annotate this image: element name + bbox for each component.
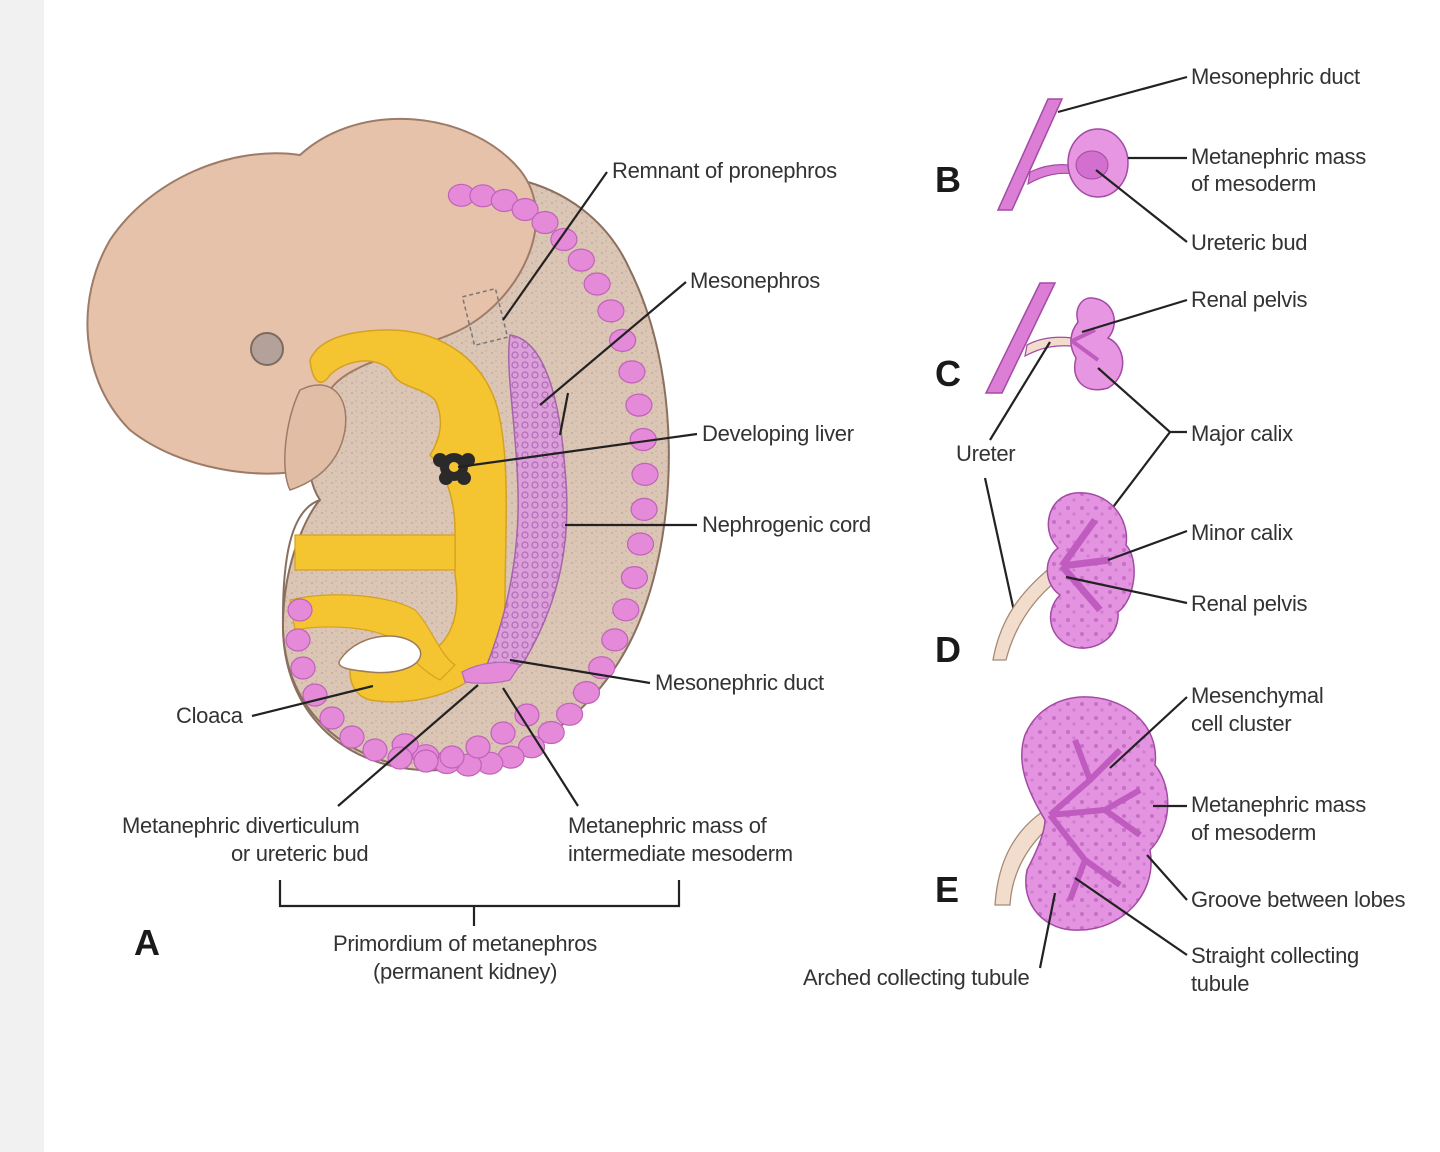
panel-d-kidney — [1046, 492, 1135, 649]
somite — [626, 532, 655, 556]
somite — [362, 738, 388, 762]
somite — [572, 680, 601, 705]
label-mesonephric-duct-b: Mesonephric duct — [1191, 64, 1360, 89]
somite — [555, 702, 584, 726]
label-metanephric-mass-a-line1: Metanephric mass of — [568, 813, 768, 838]
label-nephrogenic-cord: Nephrogenic cord — [702, 512, 871, 537]
somite — [625, 393, 653, 417]
label-arched-collecting-tubule: Arched collecting tubule — [803, 965, 1029, 990]
somite — [567, 248, 595, 272]
label-primordium-line1: Primordium of metanephros — [333, 931, 597, 956]
panel-a-labels: Remnant of pronephros Mesonephros Develo… — [122, 158, 871, 984]
label-mesenchymal-line1: Mesenchymal — [1191, 683, 1323, 708]
somite — [550, 227, 578, 252]
label-renal-pelvis-d: Renal pelvis — [1191, 591, 1308, 616]
panel-letter-a: A — [134, 922, 160, 963]
label-minor-calix: Minor calix — [1191, 520, 1293, 545]
panel-letter-b: B — [935, 159, 961, 200]
label-metanephric-mass-b-line2: of mesoderm — [1191, 171, 1316, 196]
panel-d-pelvis — [1059, 517, 1111, 613]
somite — [511, 197, 539, 222]
panel-letter-c: C — [935, 353, 961, 394]
somite — [465, 735, 491, 759]
panel-c-duct — [984, 282, 1057, 394]
somite — [597, 299, 625, 323]
embryo-jaw — [284, 384, 347, 491]
somite — [490, 721, 516, 745]
label-metanephric-diverticulum-line2: or ureteric bud — [231, 841, 368, 866]
somite — [290, 656, 316, 680]
label-straight-collecting-line1: Straight collecting — [1191, 943, 1359, 968]
label-metanephric-mass-b-line1: Metanephric mass — [1191, 144, 1366, 169]
somite — [618, 360, 646, 384]
somite — [612, 598, 640, 622]
label-mesonephros: Mesonephros — [690, 268, 820, 293]
somite — [285, 628, 311, 652]
somite — [439, 745, 465, 769]
somite — [531, 210, 559, 235]
somite — [514, 703, 540, 727]
label-developing-liver: Developing liver — [702, 421, 854, 446]
panel-b-mesonephric-duct — [996, 98, 1064, 211]
panel-c-calices — [1070, 328, 1100, 362]
somite — [339, 725, 365, 749]
panel-letter-e: E — [935, 869, 959, 910]
somite — [601, 628, 629, 652]
label-ureteric-bud: Ureteric bud — [1191, 230, 1307, 255]
panel-e-collecting-system — [1047, 738, 1142, 902]
embryo-eye — [250, 332, 284, 366]
somite — [302, 683, 328, 707]
developing-liver — [433, 453, 475, 485]
panel-letter-d: D — [935, 629, 961, 670]
label-renal-pelvis-c: Renal pelvis — [1191, 287, 1308, 312]
somite — [319, 706, 345, 730]
label-metanephric-mass-e-line2: of mesoderm — [1191, 820, 1316, 845]
somite — [630, 497, 658, 521]
primordium-bracket — [278, 880, 681, 926]
page-margin-strip — [0, 0, 44, 1152]
somite — [413, 749, 439, 773]
somite — [287, 598, 313, 622]
pronephros-remnant — [461, 287, 509, 347]
metanephric-bud — [461, 661, 521, 684]
label-metanephric-mass-a-line2: intermediate mesoderm — [568, 841, 793, 866]
panel-c-ureter — [1024, 336, 1073, 358]
panel-c-kidney — [1070, 297, 1124, 391]
panel-d: Minor calix Renal pelvis D — [935, 492, 1308, 670]
label-cloaca: Cloaca — [176, 703, 244, 728]
label-metanephric-diverticulum-line1: Metanephric diverticulum — [122, 813, 359, 838]
label-mesenchymal-line2: cell cluster — [1191, 711, 1291, 736]
cloaca-cavity — [338, 635, 422, 674]
label-ureter: Ureter — [956, 441, 1015, 466]
label-remnant-pronephros: Remnant of pronephros — [612, 158, 837, 183]
label-straight-collecting-line2: tubule — [1191, 971, 1249, 996]
panel-b: Mesonephric duct Metanephric mass of mes… — [935, 64, 1367, 255]
label-primordium-line2: (permanent kidney) — [373, 959, 557, 984]
label-metanephric-mass-e-line1: Metanephric mass — [1191, 792, 1366, 817]
somites — [285, 183, 659, 777]
somite — [631, 462, 659, 486]
somite — [620, 565, 649, 590]
somite — [608, 328, 637, 352]
label-major-calix: Major calix — [1191, 421, 1293, 446]
gut-branch-upper — [294, 534, 456, 571]
label-groove-between-lobes: Groove between lobes — [1191, 887, 1405, 912]
label-mesonephric-duct-a: Mesonephric duct — [655, 670, 824, 695]
somite — [387, 746, 413, 770]
somite — [537, 720, 565, 745]
somite — [583, 272, 611, 296]
panel-e: Mesenchymal cell cluster Metanephric mas… — [803, 683, 1406, 996]
